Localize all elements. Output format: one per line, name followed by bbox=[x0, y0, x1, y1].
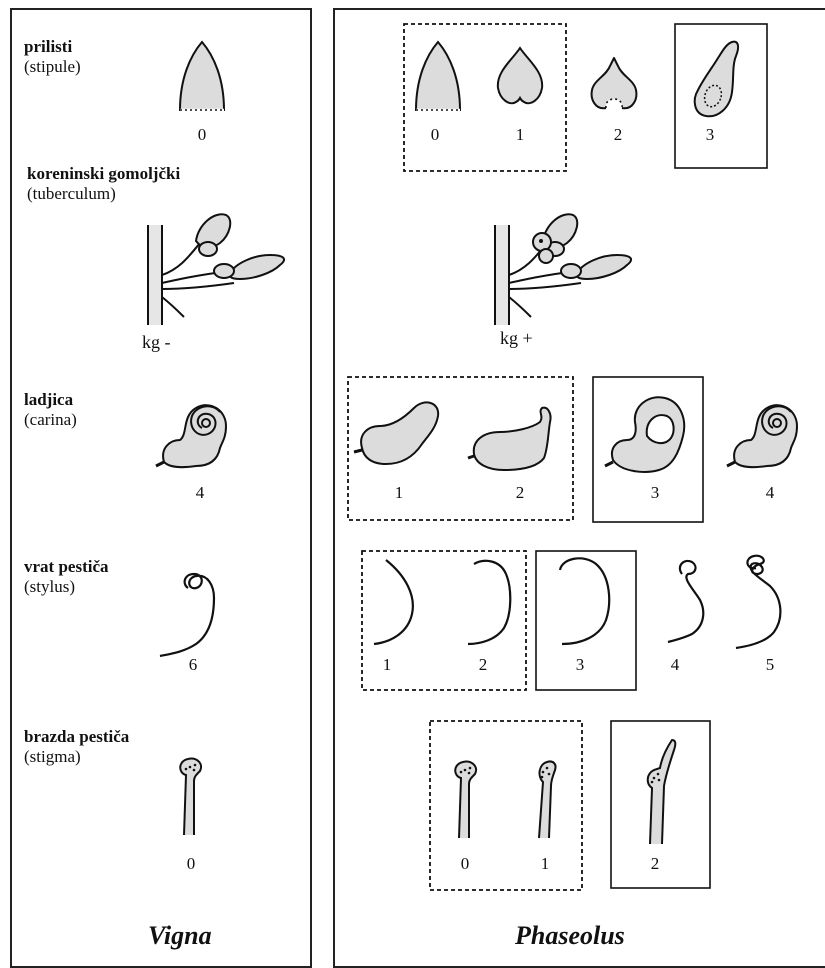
phaseolus-carina-score-2: 2 bbox=[505, 484, 535, 502]
phaseolus-stylus-score-4: 4 bbox=[660, 656, 690, 674]
genus-label-vigna: Vigna bbox=[148, 921, 212, 951]
root-nodule bbox=[533, 233, 553, 263]
trait-label-stigma: brazda pestiča (stigma) bbox=[24, 727, 129, 767]
trait-label-carina: ladjica (carina) bbox=[24, 390, 77, 430]
phaseolus-carina-3 bbox=[605, 397, 684, 472]
phaseolus-stigma-score-1: 1 bbox=[530, 855, 560, 873]
phaseolus-carina-4 bbox=[727, 405, 797, 467]
phaseolus-stigma-score-2: 2 bbox=[640, 855, 670, 873]
phaseolus-stipule-0 bbox=[416, 42, 460, 110]
genus-label-phaseolus: Phaseolus bbox=[515, 921, 625, 951]
phaseolus-stylus-3 bbox=[560, 558, 609, 644]
phaseolus-stigma-1 bbox=[539, 761, 556, 838]
phaseolus-stigma-2 bbox=[648, 740, 676, 844]
phaseolus-stipule-1 bbox=[498, 48, 542, 103]
phaseolus-root-with-nodules bbox=[495, 214, 631, 325]
vigna-stylus-shape bbox=[160, 574, 214, 656]
phaseolus-stylus-score-1: 1 bbox=[372, 656, 402, 674]
trait-label-stylus: vrat pestiča (stylus) bbox=[24, 557, 109, 597]
phaseolus-stylus-score-5: 5 bbox=[755, 656, 785, 674]
phaseolus-carina-score-1: 1 bbox=[384, 484, 414, 502]
phaseolus-stipule-2 bbox=[592, 58, 637, 108]
trait-latin: (carina) bbox=[24, 410, 77, 429]
vigna-carina-shape bbox=[156, 405, 226, 467]
trait-name: vrat pestiča bbox=[24, 557, 109, 576]
trait-name: koreninski gomoljčki bbox=[27, 164, 180, 183]
phaseolus-stylus-4 bbox=[668, 561, 703, 642]
trait-latin: (stylus) bbox=[24, 577, 75, 596]
phaseolus-carina-score-3: 3 bbox=[640, 484, 670, 502]
trait-name: prilisti bbox=[24, 37, 72, 56]
vigna-tuberculum-score: kg - bbox=[142, 332, 171, 352]
trait-latin: (tuberculum) bbox=[27, 184, 116, 203]
vigna-stylus-score: 6 bbox=[178, 656, 208, 674]
trait-latin: (stigma) bbox=[24, 747, 81, 766]
trait-label-stipule: prilisti (stipule) bbox=[24, 37, 81, 77]
vigna-stigma-score: 0 bbox=[176, 855, 206, 873]
phaseolus-carina-score-4: 4 bbox=[755, 484, 785, 502]
phaseolus-stipule-score-1: 1 bbox=[505, 126, 535, 144]
trait-name: ladjica bbox=[24, 390, 73, 409]
phaseolus-stylus-2 bbox=[468, 561, 510, 644]
phaseolus-stylus-1 bbox=[374, 560, 413, 644]
phaseolus-stipule-score-0: 0 bbox=[420, 126, 450, 144]
trait-label-tuberculum: koreninski gomoljčki (tuberculum) bbox=[27, 164, 180, 204]
vigna-carina-score: 4 bbox=[185, 484, 215, 502]
phaseolus-carina-1 bbox=[354, 402, 438, 464]
vigna-stipule-shape bbox=[180, 42, 224, 110]
phaseolus-stipule-score-2: 2 bbox=[603, 126, 633, 144]
phaseolus-carina-2 bbox=[468, 408, 551, 470]
phaseolus-stylus-5 bbox=[736, 556, 780, 648]
phaseolus-stylus-score-2: 2 bbox=[468, 656, 498, 674]
trait-latin: (stipule) bbox=[24, 57, 81, 76]
vigna-stigma-shape bbox=[180, 759, 201, 835]
phaseolus-stigma-0 bbox=[455, 762, 476, 838]
vigna-root-no-nodules bbox=[148, 214, 284, 325]
vigna-stipule-score: 0 bbox=[187, 126, 217, 144]
phaseolus-stylus-score-3: 3 bbox=[565, 656, 595, 674]
phaseolus-stipule-3 bbox=[695, 42, 738, 117]
phaseolus-stigma-score-0: 0 bbox=[450, 855, 480, 873]
trait-name: brazda pestiča bbox=[24, 727, 129, 746]
phaseolus-tuberculum-score: kg + bbox=[500, 328, 533, 348]
phaseolus-stipule-score-3: 3 bbox=[695, 126, 725, 144]
